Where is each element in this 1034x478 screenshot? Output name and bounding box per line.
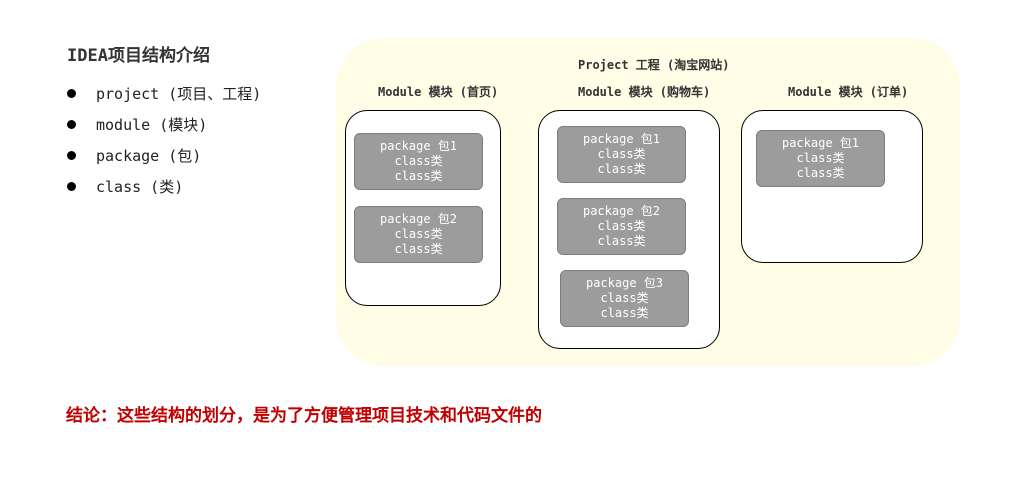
class-label: class类 [394,169,443,183]
list-item-label: project (项目、工程) [96,85,262,103]
list-item: module (模块) [67,109,261,140]
concept-list: project (项目、工程) module (模块) package (包) … [67,78,261,202]
list-item-label: package (包) [96,147,202,165]
package-box: package 包2 class类 class类 [354,206,483,263]
class-label: class类 [796,166,845,180]
package-label: package 包3 [585,276,664,290]
package-box: package 包3 class类 class类 [560,270,689,327]
class-label: class类 [796,151,845,165]
package-label: package 包1 [582,132,661,146]
package-label: package 包2 [582,204,661,218]
package-box: package 包1 class类 class类 [354,133,483,190]
package-label: package 包1 [379,139,458,153]
list-item-label: class (类) [96,178,184,196]
class-label: class类 [394,242,443,256]
project-label: Project 工程 (淘宝网站) [578,58,730,72]
list-item-label: module (模块) [96,116,208,134]
class-label: class类 [597,234,646,248]
module-box-home: package 包1 class类 class类 package 包2 clas… [345,110,501,306]
class-label: class类 [394,227,443,241]
class-label: class类 [597,219,646,233]
bullet-dot-icon [67,120,76,129]
package-box: package 包1 class类 class类 [557,126,686,183]
package-label: package 包1 [781,136,860,150]
module-box-order: package 包1 class类 class类 [741,110,923,263]
conclusion-text: 结论：这些结构的划分，是为了方便管理项目技术和代码文件的 [66,406,542,426]
list-item: project (项目、工程) [67,78,261,109]
class-label: class类 [600,306,649,320]
module-label-order: Module 模块 (订单) [788,85,909,99]
module-label-cart: Module 模块 (购物车) [578,85,711,99]
class-label: class类 [600,291,649,305]
bullet-dot-icon [67,182,76,191]
list-item: class (类) [67,171,261,202]
class-label: class类 [597,147,646,161]
module-label-home: Module 模块 (首页) [378,85,499,99]
list-item: package (包) [67,140,261,171]
class-label: class类 [394,154,443,168]
module-box-cart: package 包1 class类 class类 package 包2 clas… [538,110,720,349]
bullet-dot-icon [67,151,76,160]
class-label: class类 [597,162,646,176]
package-box: package 包2 class类 class类 [557,198,686,255]
package-box: package 包1 class类 class类 [756,130,885,187]
package-label: package 包2 [379,212,458,226]
page-title: IDEA项目结构介绍 [67,46,210,66]
bullet-dot-icon [67,89,76,98]
